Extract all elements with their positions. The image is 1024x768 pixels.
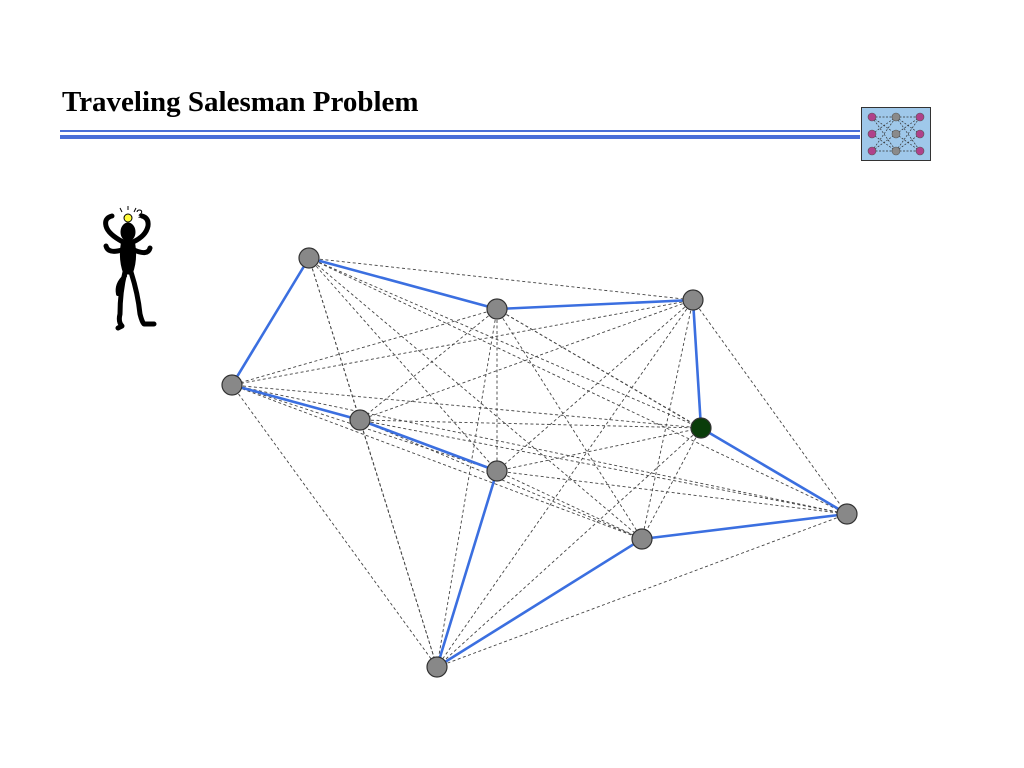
dashed-edge-n3-n8 <box>692 299 848 515</box>
city-node-n8 <box>836 503 858 525</box>
dashed-edge-n5-n9 <box>359 419 643 540</box>
tour-edge-n4-n1 <box>230 256 311 387</box>
tour-edge-n8-n9 <box>640 512 849 541</box>
city-node-n4 <box>221 374 243 396</box>
svg-text:?: ? <box>136 207 143 221</box>
dashed-edge-n3-n6 <box>496 299 694 472</box>
dashed-edge-n1-n7 <box>308 257 702 429</box>
dashed-edge-n3-n10 <box>436 299 694 668</box>
dashed-edge-n1-n9 <box>308 257 643 540</box>
tour-edges <box>230 256 849 669</box>
dashed-edge-n2-n10 <box>436 308 498 668</box>
tour-edge-n1-n2 <box>307 256 499 311</box>
city-node-n2 <box>486 298 508 320</box>
dashed-edge-n3-n4 <box>231 299 694 386</box>
city-nodes <box>221 247 858 678</box>
dashed-edge-n2-n9 <box>496 308 643 540</box>
dashed-edge-n7-n10 <box>436 427 702 668</box>
page-title: Traveling Salesman Problem <box>62 86 419 118</box>
dashed-edge-n1-n8 <box>308 257 848 515</box>
title-rule-thick <box>60 135 860 139</box>
city-node-n6 <box>486 460 508 482</box>
tour-edge-n10-n6 <box>435 469 499 669</box>
dashed-edge-n3-n5 <box>359 299 694 421</box>
dashed-edge-n2-n5 <box>359 308 498 421</box>
neural-network-logo-icon <box>861 107 931 161</box>
dashed-edge-n3-n9 <box>641 299 694 540</box>
start-city-node <box>690 417 712 439</box>
dashed-edge-n6-n9 <box>496 470 643 540</box>
tour-edge-n5-n4 <box>230 383 362 422</box>
dashed-edge-n5-n8 <box>359 419 848 515</box>
title-rule-thin <box>60 130 860 132</box>
tour-edge-n3-n7 <box>691 298 703 430</box>
city-node-n1 <box>298 247 320 269</box>
dashed-edge-n7-n9 <box>641 427 702 540</box>
dashed-edge-n4-n7 <box>231 384 702 429</box>
tour-edge-n2-n3 <box>495 298 695 311</box>
city-node-n3 <box>682 289 704 311</box>
city-node-n9 <box>631 528 653 550</box>
city-node-n10 <box>426 656 448 678</box>
dashed-edge-n2-n4 <box>231 308 498 386</box>
dashed-edge-n4-n9 <box>231 384 643 540</box>
dashed-edge-n1-n3 <box>308 257 694 301</box>
tour-edge-n7-n8 <box>699 426 849 516</box>
dashed-edges <box>231 257 848 668</box>
city-node-n5 <box>349 409 371 431</box>
dashed-edge-n6-n8 <box>496 470 848 515</box>
dashed-edge-n6-n7 <box>496 427 702 472</box>
tour-edge-n9-n10 <box>435 537 644 669</box>
dashed-edge-n5-n7 <box>359 419 702 429</box>
dashed-edge-n5-n10 <box>359 419 438 668</box>
dashed-edge-n1-n6 <box>308 257 498 472</box>
dashed-edge-n4-n8 <box>231 384 848 515</box>
tour-edge-n6-n5 <box>358 418 499 473</box>
dashed-edge-n4-n10 <box>231 384 438 668</box>
thinking-person-icon: ? <box>103 206 157 331</box>
dashed-edge-n8-n10 <box>436 513 848 668</box>
